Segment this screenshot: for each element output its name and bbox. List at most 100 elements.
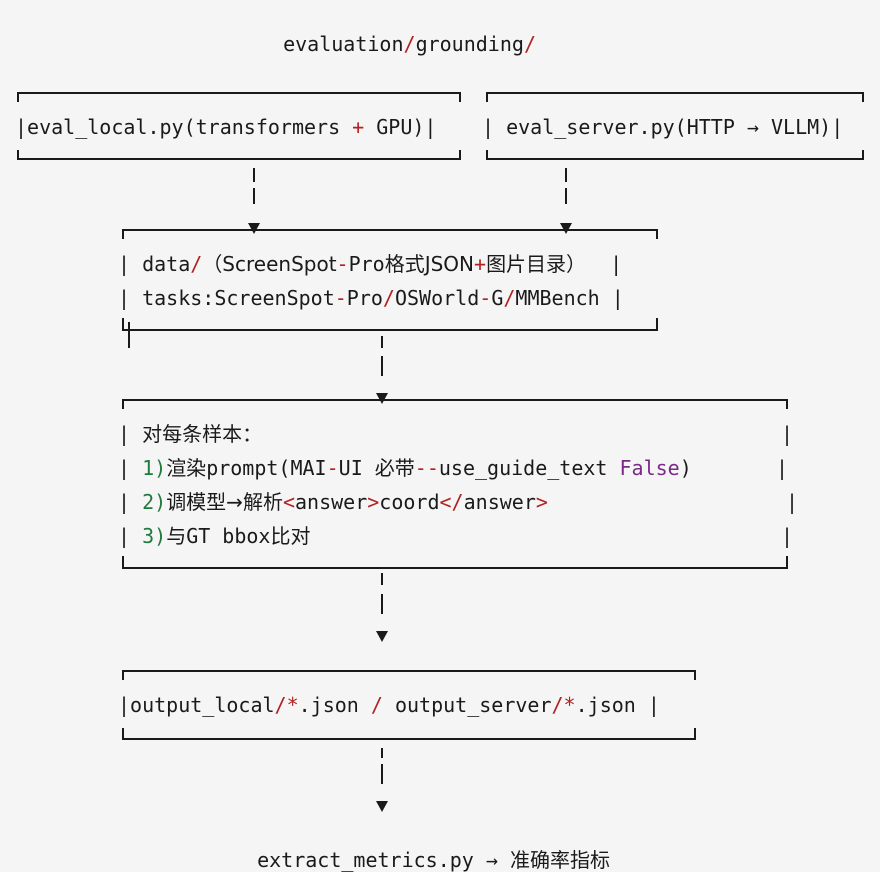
output-to-metrics-connector-2 (381, 764, 383, 784)
eval-server-box-right-edge-bottom (862, 150, 864, 160)
data-box-right-edge-bottom (656, 318, 658, 331)
step-2-lt-1: < (282, 490, 295, 514)
step-1-dash: - (326, 456, 339, 480)
metrics-script: extract_metrics.py (257, 848, 486, 872)
eval-server-box-left-edge-bottom (486, 150, 488, 160)
eval-local-box-right-edge-bottom (459, 150, 461, 160)
eval-local-box (17, 92, 461, 160)
tasks-slash-1: / (382, 286, 395, 310)
metrics-arrow: → (485, 848, 498, 872)
data-format-images: 图片目录） (486, 252, 587, 276)
output-box-right-edge-top (694, 670, 696, 680)
data-format-json: 格式JSON (384, 252, 475, 276)
process-step-2-right-edge: | (786, 490, 799, 514)
output-local-glob: /* (274, 693, 299, 717)
data-to-process-connector-2 (381, 356, 383, 376)
process-to-output-connector-2 (381, 594, 383, 614)
tasks-screenspot: tasks:ScreenSpot (142, 286, 335, 310)
output-box-left-edge-top (122, 670, 124, 680)
process-box-left-edge-bottom (122, 556, 124, 569)
tasks-g: G (491, 286, 504, 310)
step-1-flag-dashes: -- (414, 456, 439, 480)
output-server-ext: .json (575, 693, 636, 717)
output-local-ext: .json (298, 693, 371, 717)
data-box-left-tail (128, 322, 130, 348)
data-to-process-arrowhead (376, 393, 388, 404)
server-to-data-connector-2 (565, 188, 567, 204)
path-slash-2: / (523, 32, 536, 56)
tasks-dash-1: - (334, 286, 347, 310)
data-box-right-edge-top (656, 229, 658, 239)
eval-local-line: |eval_local.py(transformers + GPU)| (15, 115, 437, 139)
process-box-right-edge-bottom (786, 556, 788, 569)
step-1-prompt: prompt(MAI (206, 456, 327, 480)
output-server-glob: /* (551, 693, 576, 717)
data-to-process-connector (381, 336, 383, 348)
server-to-data-connector (565, 168, 567, 182)
tasks-pro: Pro (346, 286, 383, 310)
process-box-left-edge-top (122, 399, 124, 409)
output-to-metrics-arrowhead (376, 801, 388, 812)
root-path-title: evaluation/grounding/ (259, 14, 536, 54)
output-separator: / (370, 693, 383, 717)
step-1-required: 必带 (374, 456, 415, 480)
eval-server-arrow: → (746, 115, 759, 139)
step-2-gt-2: > (535, 490, 548, 514)
data-format-dash: - (336, 252, 349, 276)
process-step-1-right-edge: | (776, 456, 789, 480)
data-format-pro: Pro (348, 252, 385, 276)
step-3-number: 3) (142, 524, 167, 548)
process-box-right-edge-top (786, 399, 788, 409)
eval-server-box-left-edge-top (486, 92, 488, 102)
output-server: output_server (382, 693, 552, 717)
process-box (122, 399, 788, 569)
step-2-answer-close: answer (463, 490, 536, 514)
step-2-gt-1: > (367, 490, 380, 514)
server-to-data-arrowhead (560, 223, 572, 234)
step-1-flag: use_guide_text (438, 456, 620, 480)
local-to-data-connector-2 (253, 188, 255, 204)
eval-server-line: | eval_server.py(HTTP → VLLM)| (482, 115, 844, 139)
eval-local-box-right-edge-top (459, 92, 461, 102)
output-box (122, 670, 696, 740)
output-box-left-edge-bottom (122, 728, 124, 740)
eval-server-box (486, 92, 864, 160)
data-box-left-edge-bottom (122, 318, 124, 331)
eval-local-plus: + (352, 115, 365, 139)
metrics-footer: extract_metrics.py → 准确率指标 (233, 830, 610, 870)
output-local: output_local (130, 693, 275, 717)
eval-local-text-a: eval_local.py(transformers (27, 115, 353, 139)
process-title-right-edge: | (781, 422, 794, 446)
step-1-ui: UI (338, 456, 375, 480)
eval-server-text-a: eval_server.py(HTTP (506, 115, 747, 139)
tasks-osworld: OSWorld (394, 286, 480, 310)
eval-server-text-b: VLLM) (758, 115, 832, 139)
tasks-dash-2: - (479, 286, 492, 310)
path-slash-1: / (403, 32, 416, 56)
data-line-1: | data/（ScreenSpot-Pro格式JSON+图片目录） | (118, 252, 623, 276)
local-to-data-arrowhead (248, 223, 260, 234)
data-format-plus: + (474, 252, 487, 276)
step-2-coord: coord (379, 490, 440, 514)
process-step-1: | 1)渲染prompt(MAI-UI 必带--use_guide_text F… (118, 456, 692, 480)
step-3-with: 与 (166, 524, 187, 548)
path-part-grounding: grounding (415, 32, 524, 56)
path-part-evaluation: evaluation (283, 32, 404, 56)
output-box-right-edge-bottom (694, 728, 696, 740)
process-to-output-connector (381, 573, 383, 585)
output-to-metrics-connector (381, 748, 383, 758)
step-1-render: 渲染 (166, 456, 207, 480)
data-format-open: （ScreenSpot (202, 252, 337, 276)
data-box (122, 229, 658, 331)
eval-local-text-b: GPU) (364, 115, 425, 139)
step-1-number: 1) (142, 456, 167, 480)
process-title: 对每条样本： (142, 422, 263, 446)
tasks-slash-2: / (503, 286, 516, 310)
data-dir-label: data (142, 252, 191, 276)
metrics-space (498, 848, 510, 872)
process-step-3-right-edge: | (781, 524, 794, 548)
data-dir-slash: / (190, 252, 203, 276)
eval-local-box-left-edge-bottom (17, 150, 19, 160)
step-2-answer-open: answer (295, 490, 368, 514)
step-1-close: ) (679, 456, 692, 480)
